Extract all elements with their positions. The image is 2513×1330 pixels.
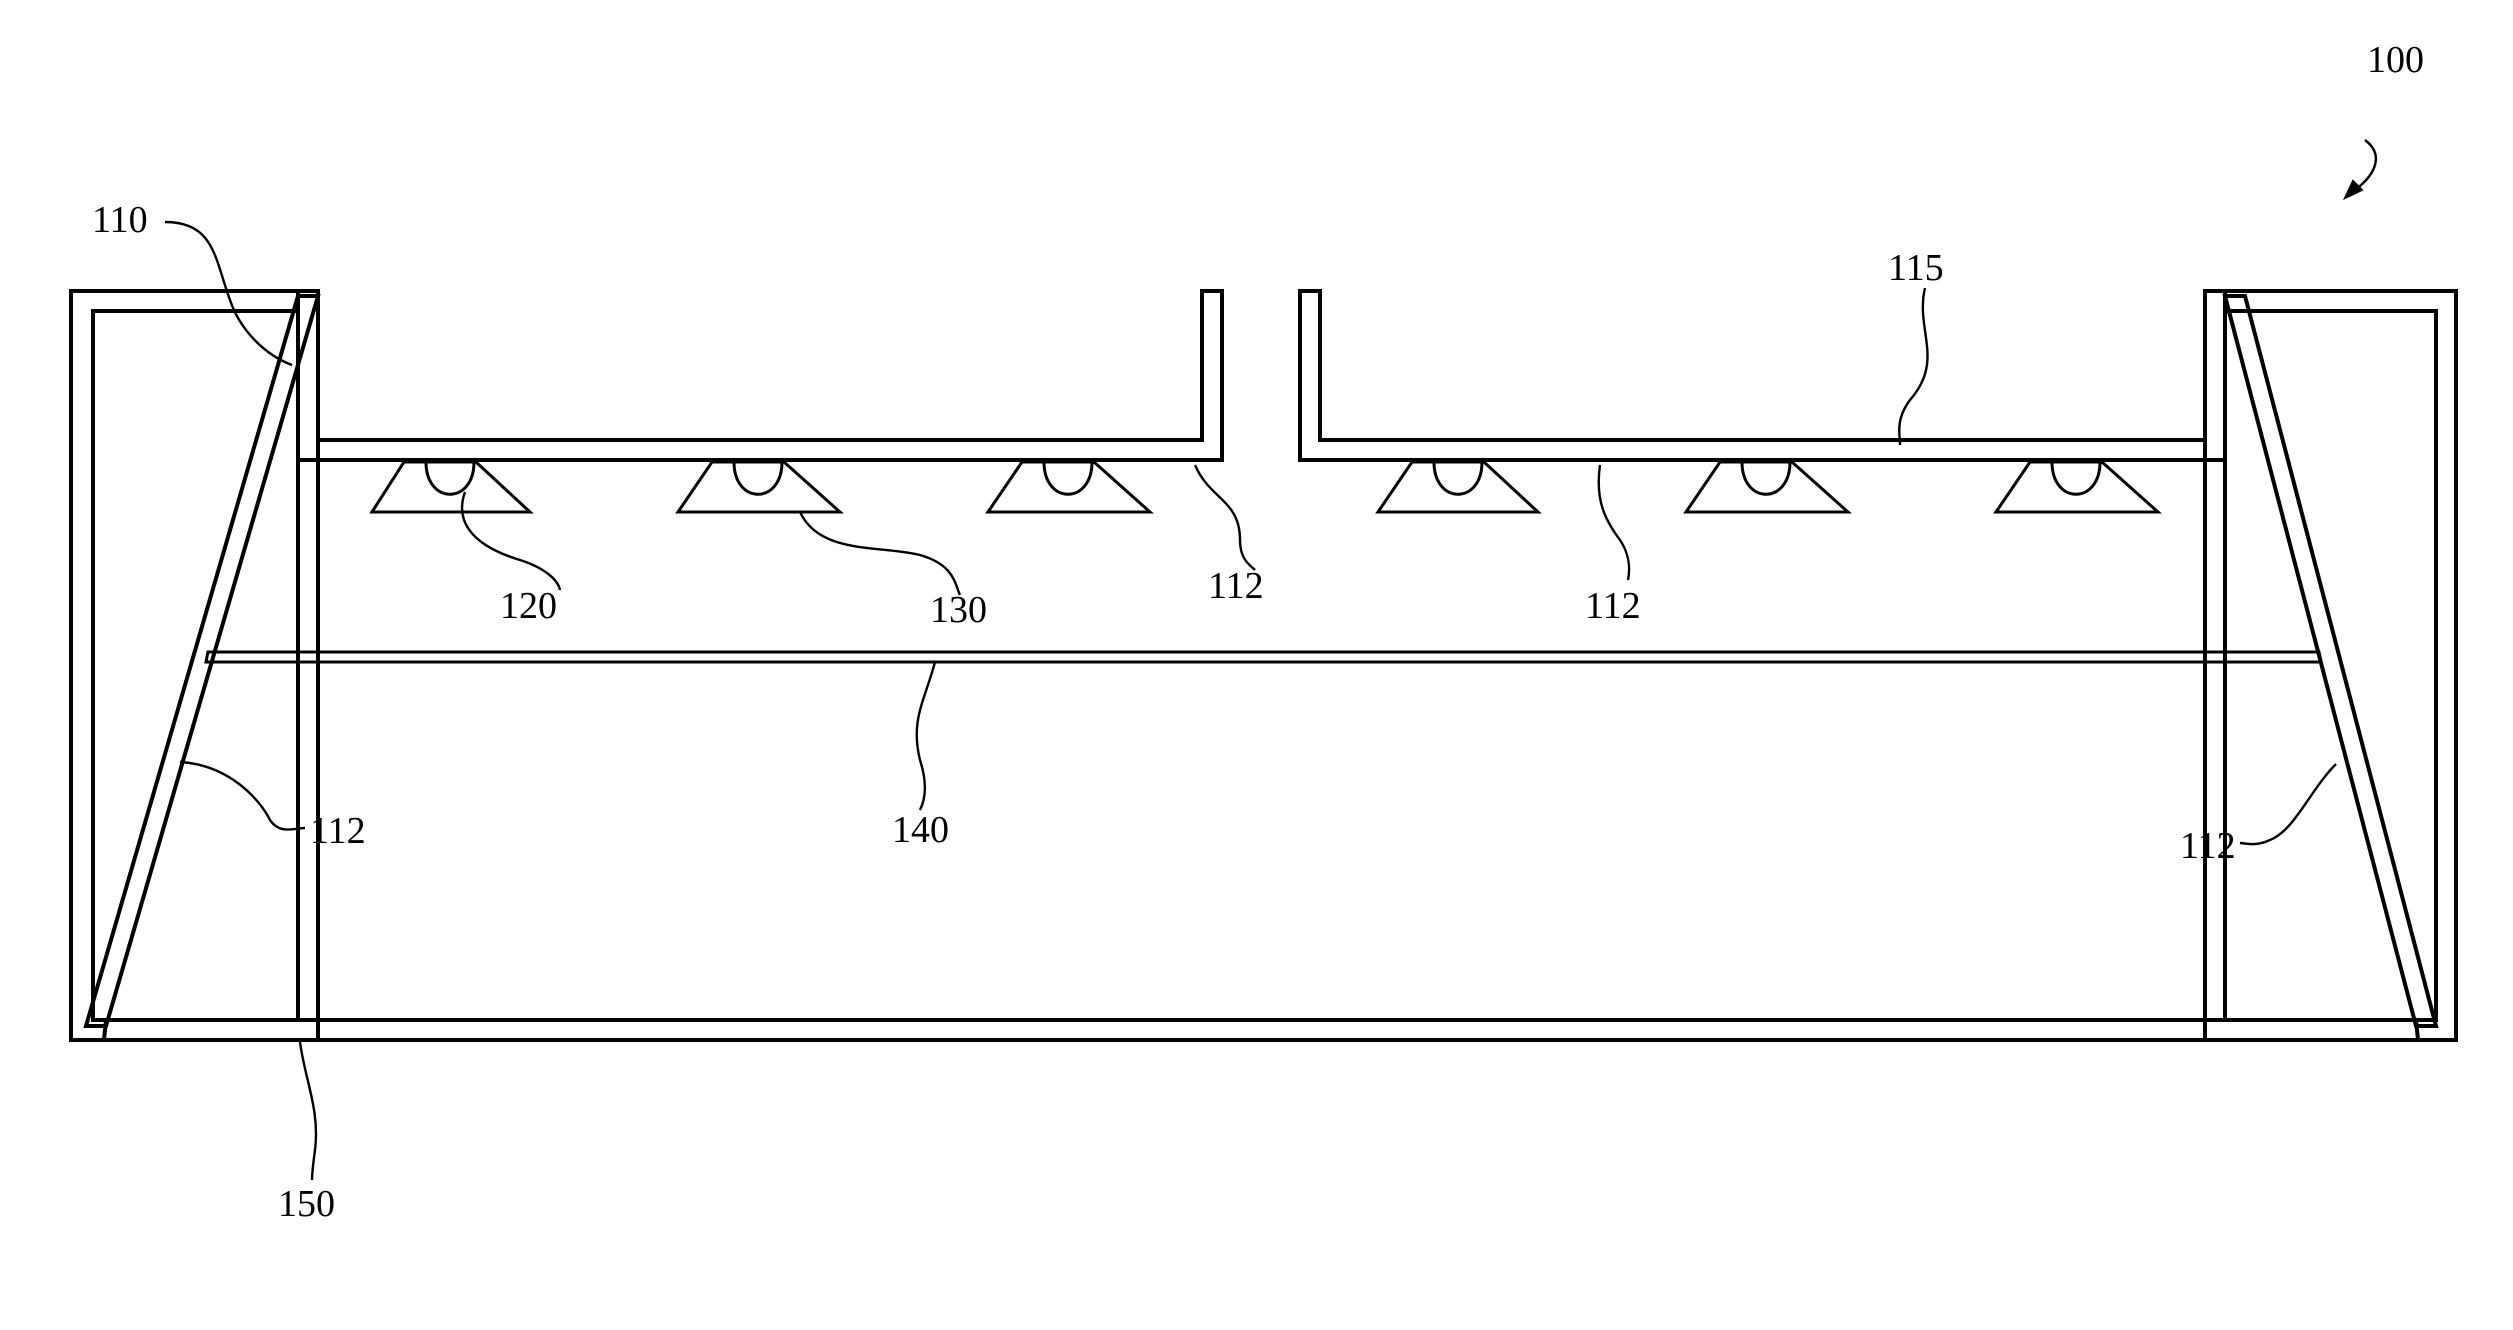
led-lens-5	[1686, 462, 1848, 512]
diffuser-plate	[206, 652, 2321, 662]
lead-lines	[165, 140, 2376, 1180]
label-112-right: 112	[2180, 825, 2236, 867]
reference-numerals: 100 110 115 120 130 112 112 140 112 112 …	[92, 39, 2424, 1225]
base-plate	[104, 1020, 2418, 1040]
led-lens-4	[1378, 462, 1538, 512]
light-board-left	[298, 291, 1222, 460]
label-110: 110	[92, 199, 148, 241]
label-130: 130	[930, 589, 987, 631]
label-112-left: 112	[310, 810, 366, 852]
label-112-top-right: 112	[1585, 585, 1641, 627]
label-140: 140	[892, 809, 949, 851]
led-lens-3	[988, 462, 1150, 512]
led-lens-1	[372, 462, 530, 512]
label-115: 115	[1888, 247, 1944, 289]
led-lens-2	[678, 462, 840, 512]
label-120: 120	[500, 585, 557, 627]
right-outer-wall	[2205, 291, 2456, 1040]
left-outer-wall	[71, 291, 318, 1040]
label-100: 100	[2367, 39, 2424, 81]
light-board-right	[1300, 291, 2225, 460]
led-array	[372, 462, 2158, 512]
housing	[71, 291, 2456, 1040]
label-112-top-left: 112	[1208, 565, 1264, 607]
led-lens-6	[1996, 462, 2158, 512]
label-150: 150	[278, 1183, 335, 1225]
